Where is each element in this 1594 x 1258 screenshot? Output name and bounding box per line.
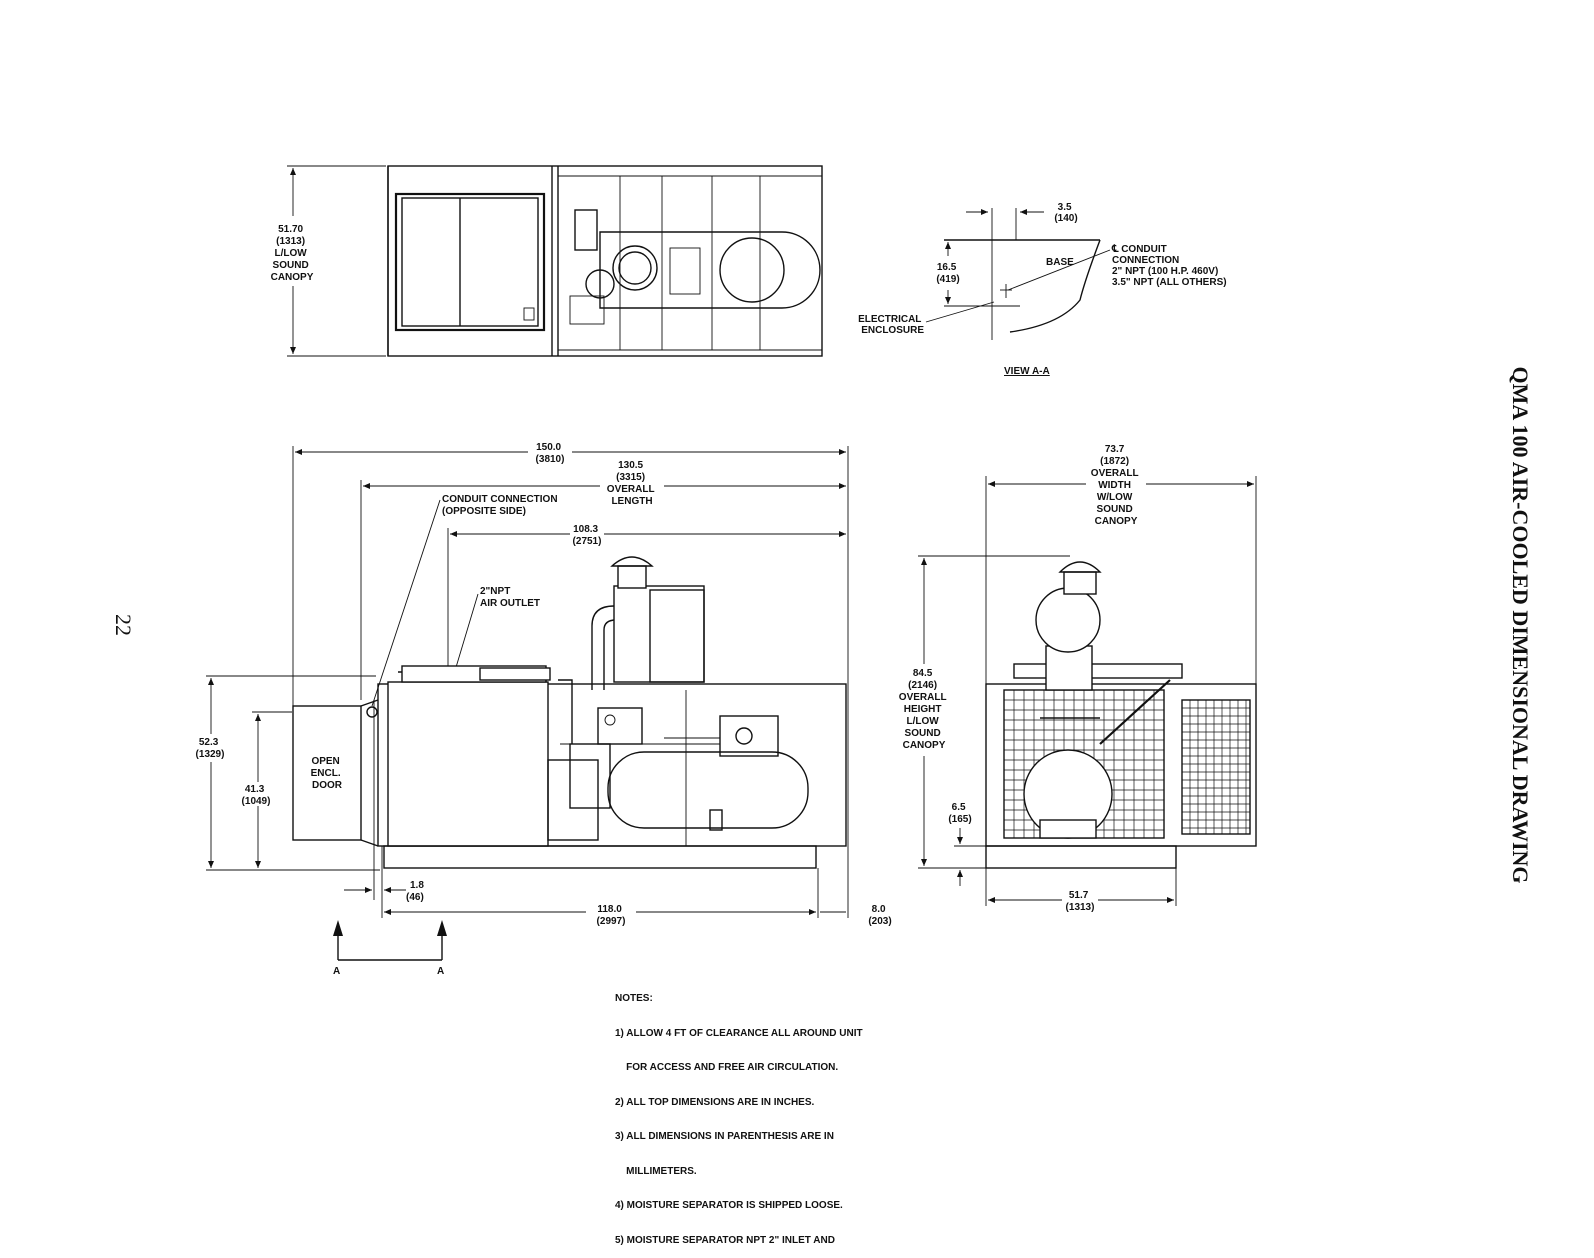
end-base-height-label: 6.5 (165) bbox=[948, 802, 971, 825]
conduit-connection-label: CONDUIT CONNECTION (OPPOSITE SIDE) bbox=[442, 494, 560, 517]
notes-block: NOTES: 1) ALLOW 4 FT OF CLEARANCE ALL AR… bbox=[615, 970, 863, 1258]
height-523-label: 52.3 (1329) bbox=[196, 737, 225, 760]
note-line: 5) MOISTURE SEPARATOR NPT 2" INLET AND bbox=[615, 1234, 835, 1246]
height-413-label: 41.3 (1049) bbox=[242, 784, 271, 807]
note-line: MILLIMETERS. bbox=[615, 1165, 697, 1177]
note-line: NOTES: bbox=[615, 993, 653, 1004]
dim-118-label: 118.0 (2997) bbox=[597, 904, 626, 927]
air-outlet-label: 2"NPT AIR OUTLET bbox=[480, 586, 540, 609]
overall-length-label: 130.5 (3315) OVERALL LENGTH bbox=[607, 460, 657, 507]
conduit-label: ℄ CONDUIT CONNECTION 2" NPT (100 H.P. 46… bbox=[1111, 244, 1227, 288]
top-height-label: 51.70 (1313) L/LOW SOUND CANOPY bbox=[271, 224, 314, 283]
end-width-label: 73.7 (1872) OVERALL WIDTH W/LOW SOUND CA… bbox=[1091, 444, 1141, 527]
base-label: BASE bbox=[1046, 257, 1074, 268]
section-a-left: A bbox=[333, 966, 340, 977]
side-view: 150.0 (3810) 130.5 (3315) OVERALL LENGTH… bbox=[196, 442, 892, 977]
dim-80-label: 8.0 (203) bbox=[868, 904, 891, 927]
end-view: 73.7 (1872) OVERALL WIDTH W/LOW SOUND CA… bbox=[899, 444, 1257, 913]
end-height-label: 84.5 (2146) OVERALL HEIGHT L/LOW SOUND C… bbox=[899, 668, 949, 751]
aa-offset-label: 3.5 (140) bbox=[1054, 202, 1077, 224]
note-line: 1) ALLOW 4 FT OF CLEARANCE ALL AROUND UN… bbox=[615, 1027, 863, 1039]
note-line: 3) ALL DIMENSIONS IN PARENTHESIS ARE IN bbox=[615, 1131, 834, 1142]
overall-150-label: 150.0 (3810) bbox=[536, 442, 565, 465]
open-door-label: OPEN ENCL. DOOR bbox=[311, 756, 344, 791]
note-line: FOR ACCESS AND FREE AIR CIRCULATION. bbox=[615, 1062, 839, 1073]
dim-108-label: 108.3 (2751) bbox=[573, 524, 602, 547]
section-a-right: A bbox=[437, 966, 444, 977]
note-line: 2) ALL TOP DIMENSIONS ARE IN INCHES. bbox=[615, 1096, 815, 1108]
aa-height-label: 16.5 (419) bbox=[936, 262, 959, 285]
dimensional-drawing: 51.70 (1313) L/LOW SOUND CANOPY 3.5 (140… bbox=[196, 165, 1257, 977]
intake-grille-right bbox=[1181, 699, 1251, 835]
view-aa: 3.5 (140) 16.5 (419) BASE ℄ CONDUIT CONN… bbox=[858, 202, 1227, 377]
end-base-width-label: 51.7 (1313) bbox=[1066, 890, 1095, 913]
view-aa-label: VIEW A-A bbox=[1004, 366, 1050, 377]
note-line: 4) MOISTURE SEPARATOR IS SHIPPED LOOSE. bbox=[615, 1200, 843, 1211]
dim-18-label: 1.8 (46) bbox=[406, 880, 427, 903]
electrical-enclosure-label: ELECTRICAL ENCLOSURE bbox=[858, 314, 924, 336]
top-view: 51.70 (1313) L/LOW SOUND CANOPY bbox=[271, 165, 823, 357]
